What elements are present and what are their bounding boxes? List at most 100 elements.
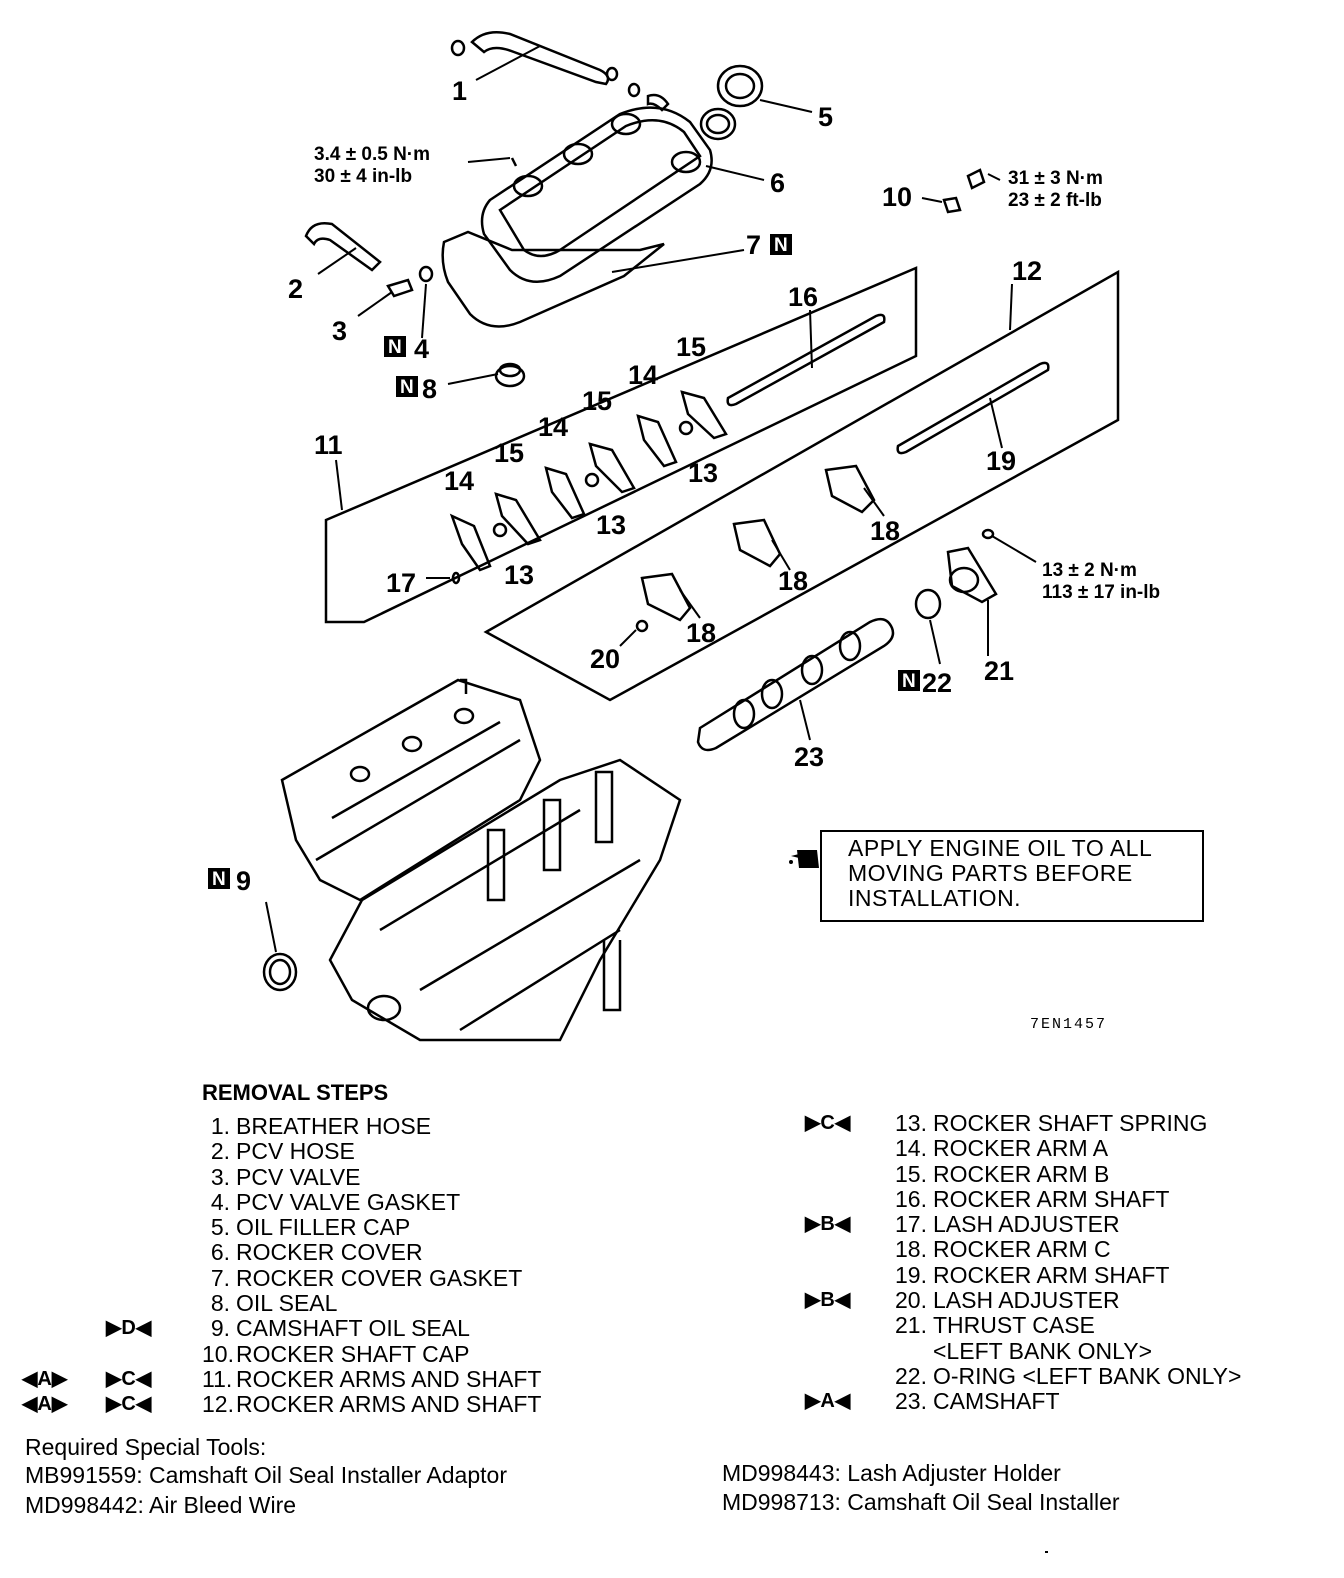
scan-mark [1045,1551,1048,1553]
install-mark: ▶B◀ [805,1213,851,1236]
thrust-case [946,546,998,604]
new-part-mark-4 [384,336,406,357]
list-item: 1.BREATHER HOSE [210,1113,432,1139]
callout-23: 23 [794,742,824,772]
list-item: ◀A▶▶C◀11.ROCKER ARMS AND SHAFT [22,1365,542,1392]
pcv-valve-gasket [418,265,434,283]
callout-14-a: 14 [444,466,474,496]
svg-text:N: N [400,377,414,398]
list-item: ◀A▶▶C◀12.ROCKER ARMS AND SHAFT [22,1391,542,1418]
callout-18-c: 18 [870,516,900,546]
filler-cap-gasket [699,107,737,141]
callout-14-c: 14 [628,360,658,390]
o-ring [914,588,942,620]
callout-9: 9 [236,866,251,896]
list-item: 4.PCV VALVE GASKET [210,1188,461,1215]
svg-text:N: N [902,671,916,692]
list-item: 18.ROCKER ARM C [895,1236,1111,1263]
rocker-assembly-box-12 [483,269,1120,702]
list-item: 5.OIL FILLER CAP [210,1214,411,1241]
svg-text:N: N [388,337,402,358]
callout-3: 3 [332,316,347,346]
list-item: 19.ROCKER ARM SHAFT [895,1261,1170,1288]
list-item: ▶B◀20.LASH ADJUSTER [805,1287,1120,1314]
list-item: 6.ROCKER COVER [210,1239,423,1266]
callout-13-c: 13 [688,458,718,488]
callout-14-b: 14 [538,412,568,442]
callout-11: 11 [314,430,343,460]
tool-item: MD998443: Lash Adjuster Holder [722,1460,1061,1486]
install-mark: ▶B◀ [805,1289,851,1312]
torque-cover-inlb: 30 ± 4 in-lb [314,166,412,187]
list-item: 22.O-RING <LEFT BANK ONLY> [895,1362,1242,1389]
pcv-valve [386,278,414,298]
rocker-cover [480,106,713,283]
list-item: 7.ROCKER COVER GASKET [210,1264,523,1291]
callout-4: 4 [414,334,429,364]
callout-18-a: 18 [686,618,716,648]
removal-steps-heading: REMOVAL STEPS [202,1080,389,1105]
list-item: ▶A◀23.CAMSHAFT [805,1388,1060,1415]
engine-block [280,678,682,1042]
callout-22: 22 [922,668,952,698]
removal-steps-right: ▶C◀13.ROCKER SHAFT SPRING 14.ROCKER ARM … [805,1110,1242,1415]
engine-oil-note: APPLY ENGINE OIL TO ALL MOVING PARTS BEF… [820,830,1204,922]
install-mark: ▶C◀ [805,1112,851,1134]
install-mark: ▶D◀ [106,1317,152,1340]
torque-thrust-nm: 13 ± 2 N·m [1042,560,1137,581]
new-part-mark-9 [208,868,230,889]
callout-17: 17 [386,568,416,598]
torque-cap-nm: 31 ± 3 N·m [1008,168,1103,189]
rocker-cover-gasket [441,230,665,328]
list-item: 2.PCV HOSE [210,1138,355,1165]
svg-text:N: N [774,235,788,256]
rocker-arm-shaft-16 [726,313,886,407]
list-item: 16.ROCKER ARM SHAFT [895,1185,1170,1212]
svg-text:N: N [212,869,226,890]
callout-16: 16 [788,282,818,312]
rocker-assembly-box-11 [324,266,918,624]
new-part-mark-22 [898,670,920,691]
list-item: ▶B◀17.LASH ADJUSTER [805,1211,1120,1238]
callout-21: 21 [984,656,1014,686]
callout-12: 12 [1012,256,1042,286]
camshaft-oil-seal [262,952,298,992]
list-item: 14.ROCKER ARM A [895,1135,1109,1162]
breather-hose [470,31,610,86]
callout-19: 19 [986,446,1016,476]
callout-13-a: 13 [504,560,534,590]
callout-15-b: 15 [582,386,612,416]
callout-7: 7 [746,230,761,260]
special-tools-heading: Required Special Tools: [25,1434,267,1460]
callout-1: 1 [452,76,467,106]
callout-6: 6 [770,168,785,198]
list-item: 21.THRUST CASE [895,1312,1095,1339]
callout-13-b: 13 [596,510,626,540]
install-mark: ▶A◀ [805,1390,851,1413]
removal-mark: ◀A▶ [22,1367,68,1390]
callout-20: 20 [590,644,620,674]
list-item: <LEFT BANK ONLY> [933,1337,1153,1364]
tool-item: MD998442: Air Bleed Wire [25,1492,297,1518]
new-part-mark-7 [770,234,792,255]
torque-cover-nm: 3.4 ± 0.5 N·m [314,144,430,165]
install-mark: ▶C◀ [106,1367,152,1390]
list-item: 10.ROCKER SHAFT CAP [202,1340,470,1367]
rocker-arm-shaft-19 [896,361,1050,455]
oil-filler-cap [716,64,764,108]
list-item: ▶C◀13.ROCKER SHAFT SPRING [805,1110,1208,1136]
camshaft [696,617,895,752]
removal-steps-left: 1.BREATHER HOSE 2.PCV HOSE 3.PCV VALVE 4… [22,1113,542,1418]
callout-15-a: 15 [494,438,524,468]
tool-item: MB991559: Camshaft Oil Seal Installer Ad… [25,1462,507,1488]
torque-cap-ftlb: 23 ± 2 ft-lb [1008,190,1102,211]
list-item: ▶D◀9.CAMSHAFT OIL SEAL [106,1315,470,1342]
list-item: 8.OIL SEAL [210,1290,338,1317]
install-mark: ▶C◀ [106,1393,152,1416]
removal-mark: ◀A▶ [22,1393,68,1416]
callout-8: 8 [422,374,437,404]
list-item: 3.PCV VALVE [210,1163,361,1190]
callout-18-b: 18 [778,566,808,596]
oil-can-icon [789,850,819,868]
exploded-view-diagram: 1 2 3 N 4 5 6 7 N N 8 N 9 10 11 12 13 13… [208,31,1160,1042]
